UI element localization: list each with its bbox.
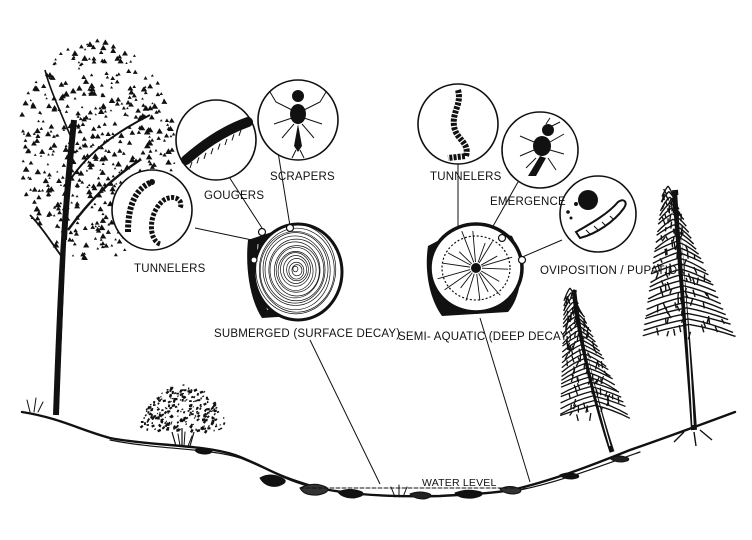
label-submerged: SUBMERGED (SURFACE DECAY) [214,328,401,340]
log-cross-section-icon [426,222,527,316]
egg-icon [574,202,578,206]
log-cross-section-icon [247,222,344,322]
label-oviposition: OVIPOSITION / PUPATION [540,265,686,277]
label-water-level: WATER LEVEL [422,477,497,489]
stream-bed [20,397,737,500]
label-tunnelers-left: TUNNELERS [134,263,206,275]
conifer-tree-icon [642,185,736,447]
larva-icon [417,83,499,165]
label-gougers: GOUGERS [204,190,265,202]
insect-icon [257,79,339,161]
label-scrapers: SCRAPERS [270,171,335,183]
label-emergence: EMERGENCE [490,196,566,208]
conifer-tree-icon [559,287,631,453]
label-tunnelers-right: TUNNELERS [430,171,502,183]
pupa-icon [559,175,637,253]
larva-icon [175,99,257,181]
insect-icon [501,111,579,189]
label-semi-aquatic: SEMI- AQUATIC (DEEP DECAY) [398,331,572,343]
shrub-icon [139,384,226,447]
larva-icon [111,169,193,251]
deciduous-tree-icon [19,38,176,416]
